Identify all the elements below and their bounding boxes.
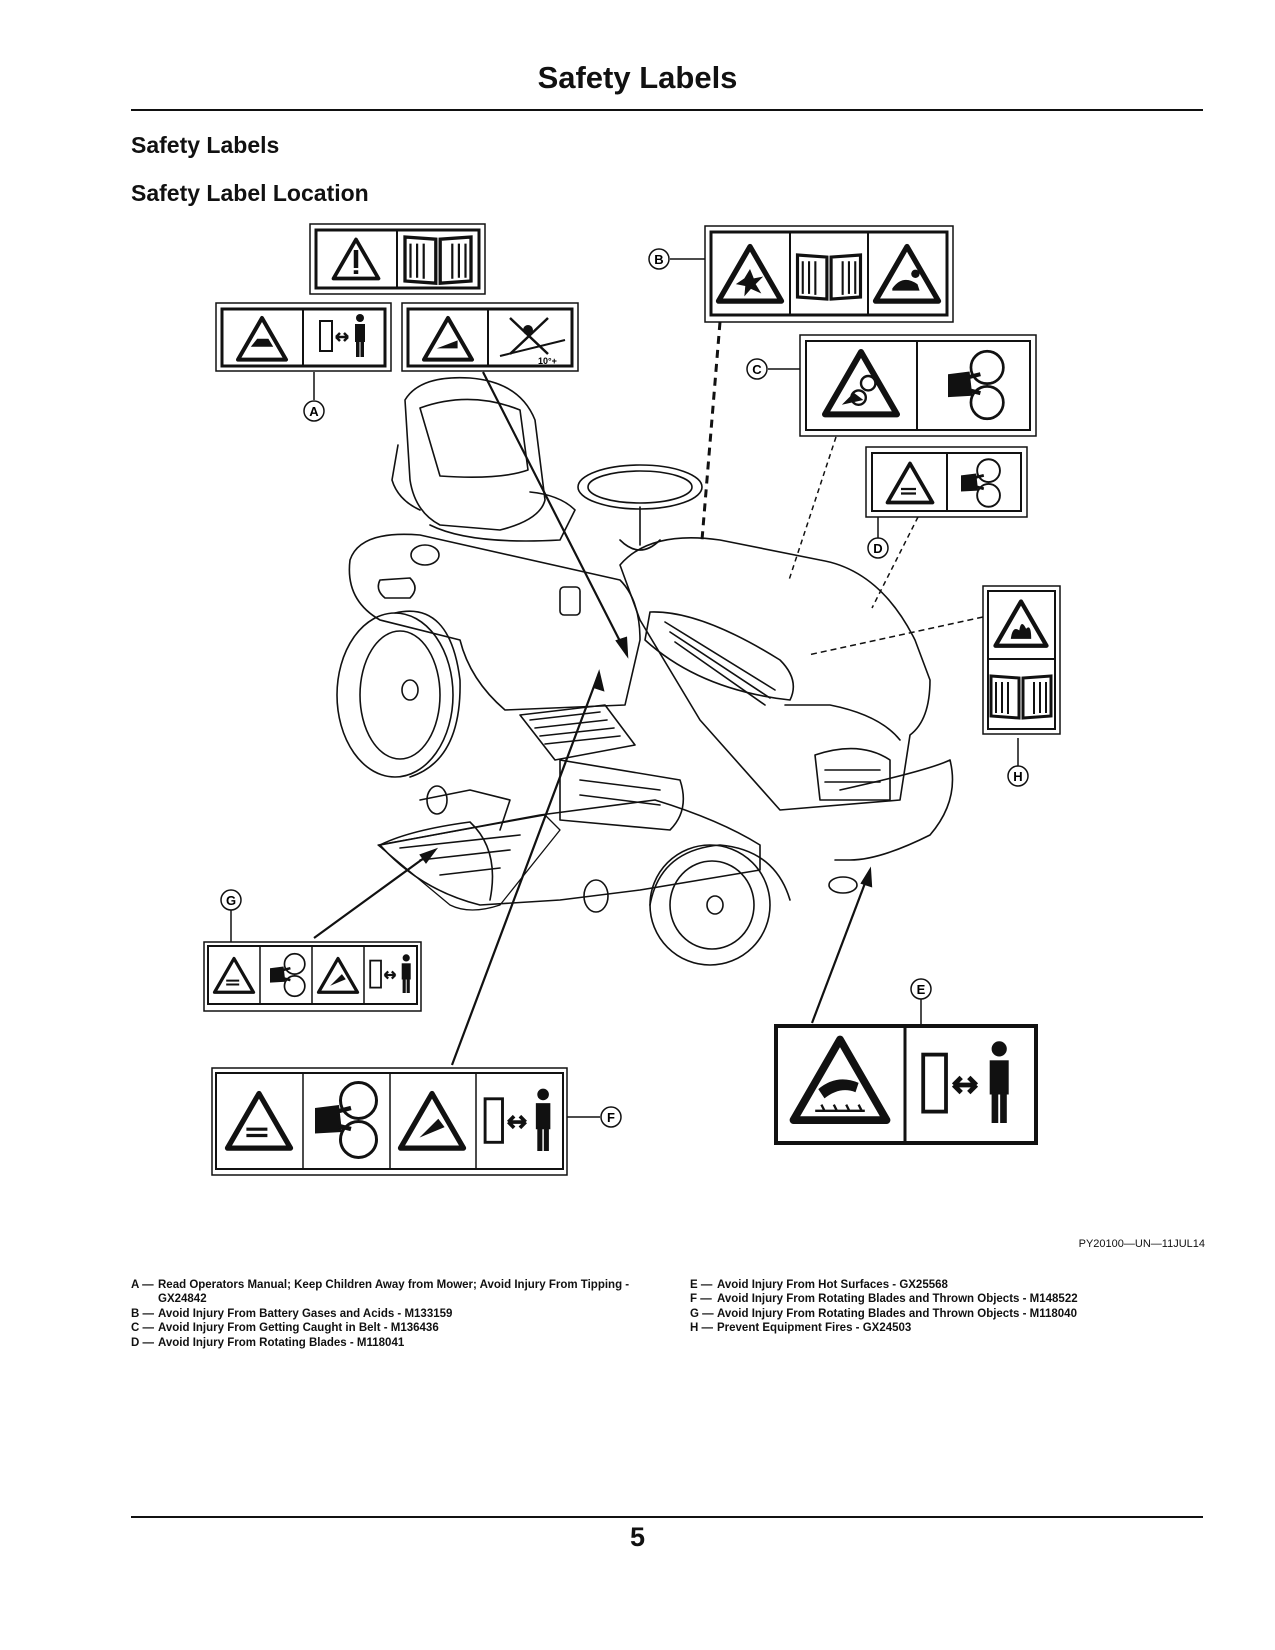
legend-text: Avoid Injury From Rotating Blades - M118… xyxy=(158,1336,405,1349)
label-h-fire-decal xyxy=(982,585,1061,735)
legend-text: Prevent Equipment Fires - GX24503 xyxy=(717,1322,912,1335)
legend-text: Avoid Injury From Getting Caught in Belt… xyxy=(158,1322,439,1335)
warning-icon xyxy=(331,237,381,281)
legend-item: D — Avoid Injury From Rotating Blades - M… xyxy=(131,1336,631,1350)
legend-text: Read Operators Manual; Keep Children Awa… xyxy=(158,1279,630,1306)
label-b-battery-decal xyxy=(704,225,954,323)
legend-item: H — Prevent Equipment Fires - GX24503 xyxy=(690,1321,1210,1335)
legend-key: F — xyxy=(690,1293,712,1306)
legend-key: E — xyxy=(690,1279,713,1291)
label-g-blades-decal xyxy=(203,941,422,1012)
label-leader-arrows xyxy=(313,371,873,1066)
lawn-tractor-illustration xyxy=(336,376,954,966)
callout-a xyxy=(303,400,325,422)
label-a-tipping-decal: 10°+ xyxy=(401,302,579,372)
callout-a-letter: A xyxy=(309,404,319,419)
tipping-angle-text: 10°+ xyxy=(538,356,557,366)
legend-text: Avoid Injury From Rotating Blades and Th… xyxy=(717,1307,1077,1320)
callout-e-letter: E xyxy=(917,982,926,997)
legend-item: B — Avoid Injury From Battery Gases and A… xyxy=(131,1307,631,1321)
callout-g xyxy=(220,889,242,911)
page-number: 5 xyxy=(629,1522,646,1552)
legend-key: H — xyxy=(690,1322,713,1335)
legend-item: A — Read Operators Manual; Keep Children … xyxy=(131,1278,631,1307)
callout-f-letter: F xyxy=(607,1110,615,1125)
label-d-blades-decal xyxy=(865,446,1028,518)
callout-b-letter: B xyxy=(654,252,663,267)
legend-right: E — Avoid Injury From Hot Surfaces - GX25… xyxy=(690,1278,1210,1336)
callout-c-letter: C xyxy=(752,362,762,377)
callout-g-letter: G xyxy=(226,893,236,908)
label-c-belt-decal xyxy=(799,334,1037,437)
callout-b xyxy=(648,248,670,270)
legend-text: Avoid Injury From Hot Surfaces - GX25568 xyxy=(717,1279,948,1291)
footer-rule xyxy=(131,1516,1203,1518)
figure-code: PY20100—UN—11JUL14 xyxy=(1078,1238,1205,1250)
label-a-top-decal xyxy=(309,223,486,295)
legend-item: F — Avoid Injury From Rotating Blades and… xyxy=(690,1292,1210,1306)
section-heading: Safety Labels xyxy=(131,132,280,158)
label-a-children-decal xyxy=(215,302,392,372)
legend-key: D — xyxy=(131,1336,154,1349)
callout-c xyxy=(746,358,768,380)
page-title: Safety Labels xyxy=(537,60,738,95)
legend-item: C — Avoid Injury From Getting Caught in B… xyxy=(131,1321,631,1335)
header-rule xyxy=(131,109,1203,111)
callout-d-letter: D xyxy=(873,541,882,556)
legend-item: G —Avoid Injury From Rotating Blades and… xyxy=(690,1307,1210,1321)
legend-item: E — Avoid Injury From Hot Surfaces - GX25… xyxy=(690,1278,1210,1292)
callout-d xyxy=(867,537,889,559)
label-e-hot-surface-decal xyxy=(774,1024,1038,1145)
callout-h-letter: H xyxy=(1013,769,1022,784)
legend-left: A — Read Operators Manual; Keep Children … xyxy=(131,1278,631,1350)
legend-key: G — xyxy=(690,1307,714,1320)
callout-f xyxy=(600,1106,622,1128)
legend-key: A — xyxy=(131,1279,154,1291)
callout-h xyxy=(1007,765,1029,787)
subsection-heading: Safety Label Location xyxy=(131,180,369,206)
legend-text: Avoid Injury From Battery Gases and Acid… xyxy=(158,1307,453,1320)
legend-key: B — xyxy=(131,1307,154,1320)
legend-key: C — xyxy=(131,1322,154,1335)
legend-text: Avoid Injury From Rotating Blades and Th… xyxy=(717,1293,1078,1306)
label-f-blades-decal xyxy=(211,1067,568,1176)
